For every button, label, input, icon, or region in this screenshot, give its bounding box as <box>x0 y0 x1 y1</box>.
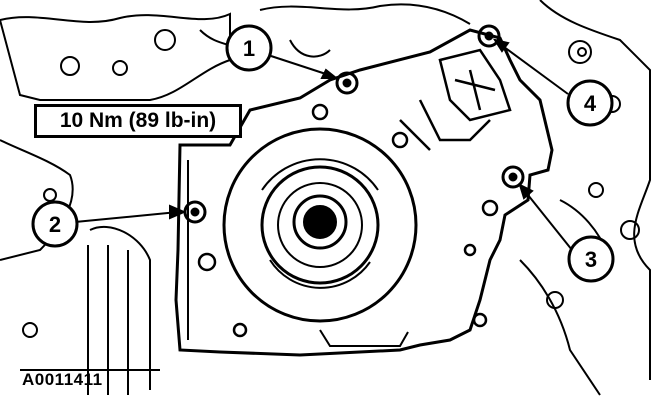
figure-id: A0011411 <box>22 370 103 389</box>
pump-bracket-ribs <box>399 48 512 151</box>
callout-4-label: 4 <box>584 91 597 116</box>
callout-3-label: 3 <box>585 247 597 272</box>
housing-holes <box>197 103 499 338</box>
oil-pump-housing <box>174 28 554 357</box>
bolt-3 <box>501 165 525 189</box>
torque-spec-label: 10 Nm (89 lb-in) <box>34 104 242 138</box>
bolt-4 <box>477 24 501 48</box>
callout-4: 4 <box>566 79 614 127</box>
callout-1: 1 <box>225 24 273 72</box>
callout-2: 2 <box>31 200 79 248</box>
crank-seal-assembly <box>222 127 418 323</box>
callout-3: 3 <box>567 235 615 283</box>
callout-2-label: 2 <box>49 212 61 237</box>
leader-lines <box>74 38 573 251</box>
bolt-1 <box>335 71 359 95</box>
callout-1-label: 1 <box>243 36 255 61</box>
